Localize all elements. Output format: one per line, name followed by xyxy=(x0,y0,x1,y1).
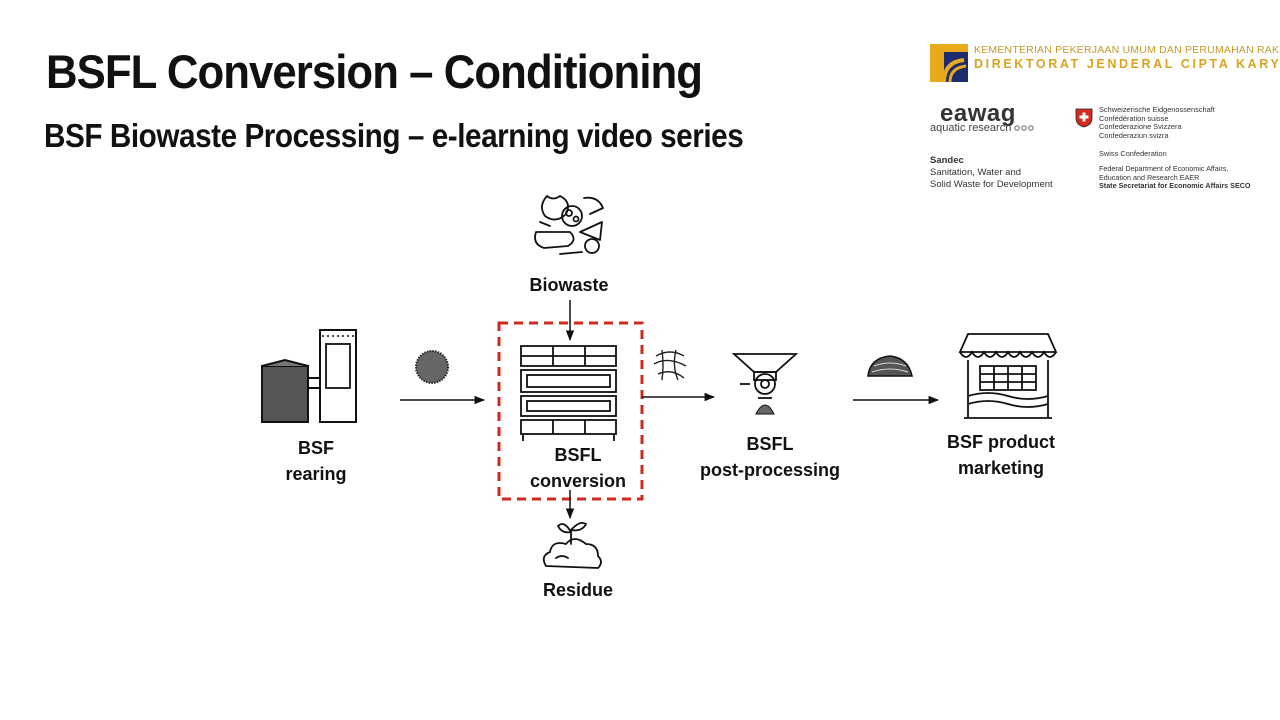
residue-label: Residue xyxy=(542,580,614,600)
pu-ministry-text: KEMENTERIAN PEKERJAAN UMUM DAN PERUMAHAN… xyxy=(974,44,1280,56)
sandec-head: Sandec xyxy=(930,155,964,166)
residue-icon xyxy=(542,521,602,569)
swiss-dept-line1: Federal Department of Economic Affairs, xyxy=(1099,164,1229,173)
marketing-label-line2: marketing xyxy=(957,458,1045,478)
marketing-label: BSF product marketing xyxy=(947,429,1055,481)
biowaste-icon xyxy=(534,195,604,255)
swiss-dept-line2: Education and Research EAER xyxy=(1099,172,1200,182)
postprocessing-label-line1: BSFL xyxy=(746,434,794,454)
swiss-name-it: Confederazione Svizzera xyxy=(1099,122,1182,132)
neonate-larvae-icon xyxy=(415,350,449,384)
bsfl-rack-icon xyxy=(520,345,617,441)
page-title: BSFL Conversion – Conditioning xyxy=(46,45,703,98)
conversion-label-line2: conversion xyxy=(529,471,627,491)
swiss-confederation-text: Swiss Confederation xyxy=(1099,149,1167,158)
pu-directorate-text: DIREKTORAT JENDERAL CIPTA KARYA xyxy=(974,57,1280,71)
conversion-label-line1: BSFL xyxy=(554,445,602,465)
postprocessing-label-line2: post-processing xyxy=(699,460,841,480)
eawag-dots-icon xyxy=(1014,125,1035,131)
conversion-label: BSFL conversion xyxy=(530,442,626,494)
rearing-label: BSF rearing xyxy=(285,435,346,487)
swiss-name-de: Schweizerische Eidgenossenschaft xyxy=(1099,105,1215,114)
swiss-coat-of-arms-icon xyxy=(1075,108,1093,128)
swiss-department-text: Federal Department of Economic Affairs, … xyxy=(1099,164,1251,191)
eawag-logo: eawag aquatic research xyxy=(930,100,1070,140)
bsf-rearing-icon xyxy=(261,329,357,423)
swiss-dept-line3: State Secretariat for Economic Affairs S… xyxy=(1099,181,1251,191)
rearing-label-line1: BSF xyxy=(298,438,334,458)
rearing-label-line2: rearing xyxy=(285,464,347,484)
sandec-line2: Solid Waste for Development xyxy=(930,179,1053,190)
eawag-name: eawag xyxy=(940,100,1016,127)
larvae-icon xyxy=(653,349,687,381)
pu-logo: KEMENTERIAN PEKERJAAN UMUM DAN PERUMAHAN… xyxy=(930,44,1280,84)
eawag-subtitle: aquatic research xyxy=(930,122,1035,134)
swiss-name-rm: Confederaziun svizra xyxy=(1099,130,1169,140)
sandec-line1: Sanitation, Water and xyxy=(930,167,1022,178)
page-subtitle: BSF Biowaste Processing – e-learning vid… xyxy=(44,117,744,154)
postprocessing-label: BSFL post-processing xyxy=(700,431,840,483)
biowaste-label: Biowaste xyxy=(529,275,609,295)
pu-emblem-icon xyxy=(930,44,968,82)
post-processing-icon xyxy=(731,353,799,415)
market-stall-icon xyxy=(958,333,1058,419)
bsf-product-icon xyxy=(867,355,913,377)
swiss-names: Schweizerische Eidgenossenschaft Confédé… xyxy=(1099,105,1215,140)
sandec-text: Sandec Sanitation, Water and Solid Waste… xyxy=(930,155,1053,191)
marketing-label-line1: BSF product xyxy=(947,432,1055,452)
swiss-name-fr: Confédération suisse xyxy=(1099,113,1169,123)
